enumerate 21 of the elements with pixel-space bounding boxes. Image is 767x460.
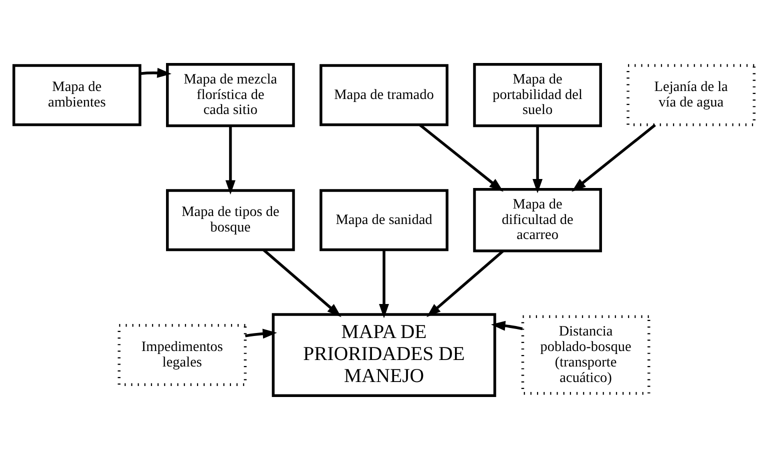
node-box: Lejanía de la vía de agua xyxy=(626,64,756,126)
node-box: Mapa de portabilidad del suelo xyxy=(472,63,602,128)
node-box: Mapa de mezcla florística de cada sitio xyxy=(166,63,294,128)
arrow xyxy=(418,124,503,192)
node-box: Mapa de dificultad de acarreo xyxy=(472,188,602,252)
node-box: Distancia poblado-bosque (transporte acuático) xyxy=(520,315,650,395)
arrow xyxy=(140,68,171,78)
node-box: Mapa de ambientes xyxy=(12,64,141,126)
arrow xyxy=(378,250,388,318)
node-box: Mapa de tipos de bosque xyxy=(166,189,294,252)
node-box: Mapa de sanidad xyxy=(319,189,448,252)
arrow xyxy=(224,126,235,195)
arrow xyxy=(532,126,542,194)
node-box: Impedimentos legales xyxy=(117,324,246,386)
arrow xyxy=(262,248,341,318)
node-box: Mapa de tramado xyxy=(319,64,448,126)
arrow xyxy=(426,250,504,318)
arrow xyxy=(244,328,277,339)
arrow xyxy=(490,320,522,331)
node-box: MAPA DE PRIORIDADES DE MANEJO xyxy=(271,313,496,397)
arrow xyxy=(571,124,656,192)
